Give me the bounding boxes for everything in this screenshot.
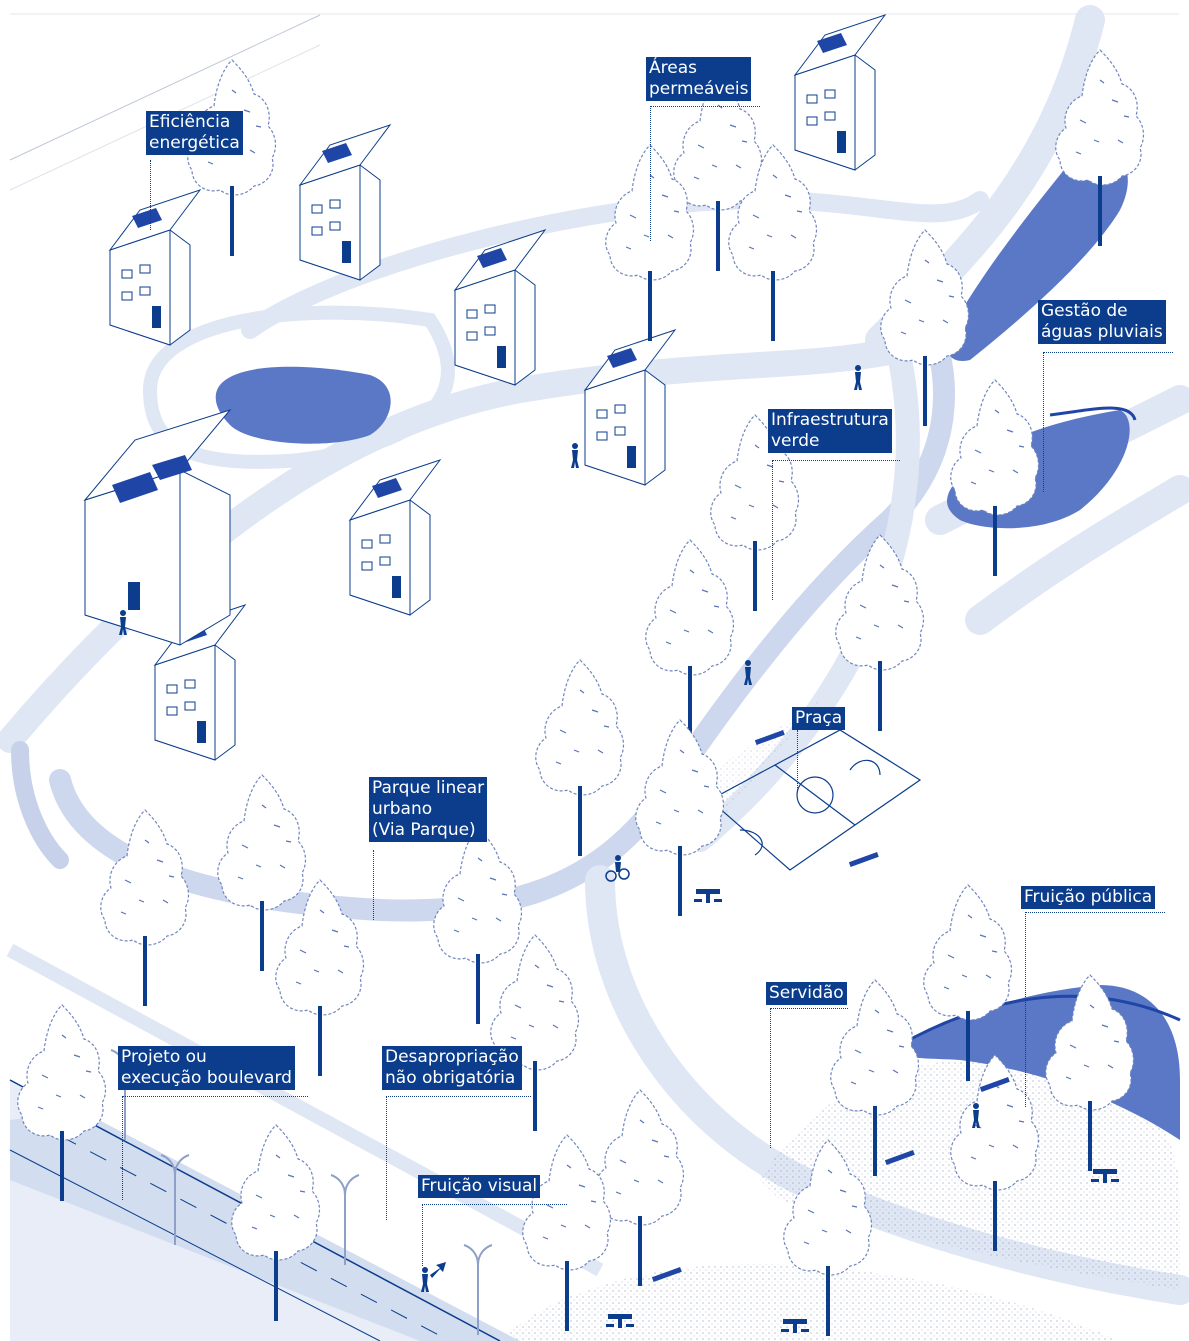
label-fruicao-visual: Fruição visual	[418, 1175, 541, 1198]
leader-line	[770, 1008, 771, 1148]
leader-line	[650, 106, 651, 241]
label-praca: Praça	[792, 707, 846, 730]
tree-icon	[950, 379, 1040, 577]
label-infraestrutura-verde: Infraestrutura verde	[768, 409, 892, 453]
leader-line	[422, 1204, 423, 1266]
people	[119, 365, 980, 1292]
leader-line	[1043, 352, 1044, 492]
leader-line	[150, 160, 151, 230]
leader-line	[772, 460, 900, 461]
cyclist-icon	[605, 855, 630, 882]
leader-line	[386, 1096, 531, 1097]
leader-line	[772, 460, 773, 600]
label-fruicao-publica: Fruição pública	[1021, 886, 1156, 909]
leader-line	[122, 1096, 123, 1200]
buildings	[83, 14, 886, 761]
sports-court-icon	[708, 729, 922, 871]
tree-icon	[187, 59, 277, 257]
building-icon	[454, 229, 546, 386]
label-areas-permeaveis: Áreas permeáveis	[646, 57, 752, 101]
leader-line	[422, 1204, 567, 1205]
leader-line	[122, 1096, 308, 1097]
bench-icon	[848, 852, 879, 868]
building-icon	[794, 14, 886, 171]
leader-line	[650, 106, 760, 107]
leader-line	[797, 730, 798, 790]
picnic-table-icon	[694, 889, 722, 903]
tree-icon	[595, 1089, 685, 1287]
building-icon	[584, 329, 676, 486]
building-icon	[349, 459, 441, 616]
building-icon	[109, 189, 201, 346]
label-desapropriacao: Desapropriação não obrigatória	[382, 1046, 522, 1090]
leader-line	[386, 1096, 387, 1220]
tree-icon	[490, 934, 580, 1132]
building-icon	[299, 124, 391, 281]
label-gestao-aguas-pluviais: Gestão de águas pluviais	[1038, 300, 1166, 344]
leader-line	[1043, 352, 1173, 353]
pedestrian-icon	[854, 365, 862, 390]
label-parque-linear: Parque linear urbano (Via Parque)	[369, 777, 488, 842]
leader-line	[1025, 912, 1165, 913]
tree-icon	[635, 719, 725, 917]
leader-line	[770, 1008, 848, 1009]
label-eficiencia-energetica: Eficiência energética	[146, 111, 243, 155]
hatched-wall	[9, 14, 321, 191]
label-servidao: Servidão	[766, 982, 847, 1005]
arrow-icon	[430, 1262, 446, 1278]
building-icon	[83, 409, 232, 646]
pedestrian-icon	[421, 1267, 429, 1292]
label-projeto-boulevard: Projeto ou execução boulevard	[118, 1046, 295, 1090]
tree-icon	[535, 659, 625, 857]
leader-line	[373, 850, 374, 920]
pedestrian-icon	[571, 443, 579, 468]
leader-line	[1025, 912, 1026, 1107]
